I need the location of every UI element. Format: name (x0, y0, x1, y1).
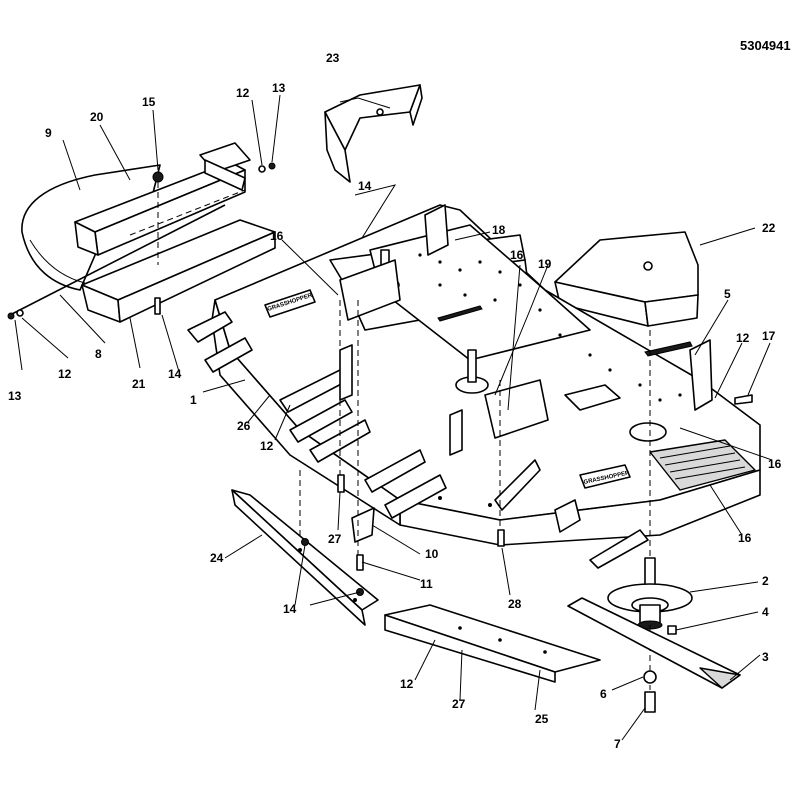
nut-16-left (152, 171, 164, 183)
part-3-blade (567, 597, 741, 689)
callout-15: 14 (168, 367, 182, 381)
callout-25: 24 (210, 551, 224, 565)
callout-12-rod: 12 (58, 367, 72, 381)
callout-1: 1 (190, 393, 197, 407)
callout-28-left: 27 (328, 532, 342, 546)
callout-12-right: 12 (736, 331, 750, 345)
washer-12-top (258, 165, 266, 173)
callout-3: 3 (762, 650, 769, 664)
leader-lines (14, 94, 773, 741)
callouts: 1 2 3 4 5 6 7 8 9 10 11 12 12 12 12 12 1… (8, 51, 782, 751)
part-6-washer (643, 670, 657, 684)
callout-24: 23 (326, 51, 340, 65)
part-2-spindle (607, 557, 693, 630)
callout-20: 19 (538, 257, 552, 271)
callout-16-mid: 16 (510, 248, 524, 262)
callout-19: 18 (492, 223, 506, 237)
washer-12-rod (16, 309, 24, 317)
callout-12-left: 12 (260, 439, 274, 453)
callout-13-top: 13 (272, 81, 286, 95)
callout-27-bottom: 27 (452, 697, 466, 711)
callout-8: 8 (95, 347, 102, 361)
bolt-15 (154, 297, 161, 315)
callout-2: 2 (762, 574, 769, 588)
part-8-rod (9, 204, 226, 316)
bolt-28-left (337, 474, 345, 493)
callout-28-right: 28 (508, 597, 522, 611)
nut-14-a (301, 538, 309, 546)
callout-12-top: 12 (236, 86, 250, 100)
callout-13-rod: 13 (8, 389, 22, 403)
callout-21: 20 (90, 110, 104, 124)
callout-26: 25 (535, 712, 549, 726)
bolt-11 (356, 554, 364, 571)
callout-22: 21 (132, 377, 146, 391)
part-10-clip (351, 507, 375, 543)
part-17-step-pad (649, 439, 756, 491)
deck-brackets (187, 204, 713, 569)
callout-9: 9 (45, 126, 52, 140)
part-23-belt-cover (554, 231, 699, 327)
callout-7: 7 (614, 737, 621, 751)
callout-16-left: 15 (142, 95, 156, 109)
callout-17: 16 (738, 531, 752, 545)
callout-5: 5 (724, 287, 731, 301)
part-26-baffle (384, 604, 601, 683)
callout-27-left: 26 (237, 419, 251, 433)
nut-13-top (268, 162, 276, 170)
callout-14-top: 14 (358, 179, 372, 193)
callout-18: 17 (762, 329, 776, 343)
callout-16-center: 16 (270, 229, 284, 243)
callout-14-bottom: 14 (283, 602, 297, 616)
callout-4: 4 (762, 605, 769, 619)
callout-6: 6 (600, 687, 607, 701)
part-18-bolt (734, 394, 753, 405)
part-25-baffle (231, 489, 379, 626)
part-24-belt-cover (324, 84, 423, 183)
part-7-bolt (644, 691, 656, 713)
callout-10: 10 (425, 547, 439, 561)
part-4-bolt (667, 625, 677, 635)
callout-11: 11 (420, 577, 433, 591)
callout-23: 22 (762, 221, 776, 235)
bolt-28-right (497, 529, 505, 547)
callout-16-right: 16 (768, 457, 782, 471)
nut-13-rod (7, 312, 15, 320)
callout-12-bottom: 12 (400, 677, 414, 691)
document-number: 5304941 (740, 38, 791, 53)
